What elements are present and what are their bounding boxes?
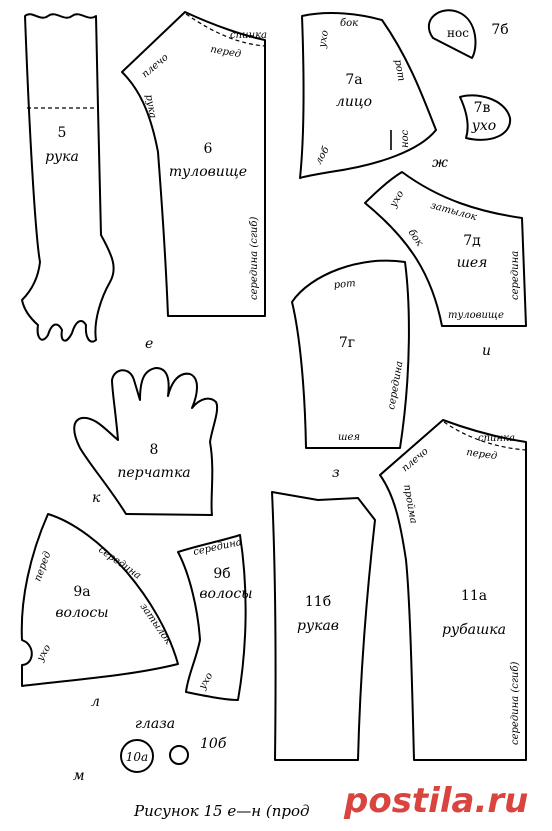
- letter-i: и: [482, 343, 491, 359]
- piece-11a-pered: перед: [466, 447, 498, 462]
- piece-7v-number: 7в: [474, 100, 491, 116]
- piece-6-seredina: середина (сгиб): [249, 217, 260, 300]
- piece-9a-number: 9а: [73, 584, 90, 600]
- eyes-label: глаза: [135, 716, 175, 732]
- piece-7v-name: ухо: [471, 118, 496, 134]
- letter-e: е: [145, 336, 153, 352]
- piece-9a-name: волосы: [55, 605, 108, 621]
- piece-8-mitten: 8 перчатка: [73, 367, 219, 516]
- piece-7a-rot: рот: [392, 59, 407, 82]
- letter-zh: ж: [432, 155, 448, 171]
- piece-7a-name: лицо: [336, 94, 372, 110]
- piece-7d-neck: ухо затылок бок 7д шея середина туловище: [364, 171, 527, 327]
- figure-caption: Рисунок 15 е—н (прод: [133, 802, 310, 820]
- eyes-group: глаза 10а 10б: [120, 716, 227, 773]
- piece-6-ruka: рука: [143, 94, 158, 120]
- piece-7g-number: 7г: [339, 335, 355, 351]
- letter-m: м: [73, 768, 85, 784]
- piece-11a-shirt: спинка перед плечо пройма 11а рубашка се…: [379, 419, 527, 761]
- piece-7a-ukho: ухо: [317, 29, 331, 49]
- piece-6-name: туловище: [169, 164, 247, 180]
- piece-7b-nose: нос 7б: [427, 9, 509, 59]
- piece-10a-number: 10а: [126, 750, 148, 764]
- piece-9b-name: волосы: [199, 586, 252, 602]
- piece-6-pered: перед: [209, 44, 241, 60]
- letter-z: з: [332, 465, 340, 481]
- piece-11b-name: рукав: [297, 618, 339, 634]
- piece-8-number: 8: [150, 442, 159, 458]
- piece-7d-tulovishche: туловище: [448, 310, 504, 321]
- piece-7b-label: нос: [447, 26, 469, 40]
- piece-11a-seredina: середина (сгиб): [510, 662, 521, 745]
- piece-5-name: рука: [45, 149, 79, 165]
- piece-6-torso: спинка перед плечо рука 6 туловище серед…: [121, 11, 267, 317]
- piece-5-arm: 5 рука: [21, 13, 115, 343]
- piece-11a-spinka: спинка: [478, 433, 515, 444]
- letter-k: к: [92, 490, 101, 506]
- piece-7a-number: 7а: [345, 72, 362, 88]
- piece-11a-number: 11а: [461, 588, 487, 604]
- piece-9b-number: 9б: [213, 566, 230, 582]
- piece-7g: рот 7г середина шея: [291, 259, 410, 449]
- piece-7d-number: 7д: [463, 233, 481, 249]
- piece-7a-face: ухо бок рот 7а лицо нос лоб: [299, 12, 437, 179]
- piece-6-number: 6: [204, 141, 213, 157]
- piece-7v-ear: 7в ухо: [459, 94, 512, 141]
- piece-9b-hair: середина 9б волосы ухо: [177, 534, 253, 701]
- piece-7g-rot: рот: [333, 278, 356, 291]
- piece-7g-sheya: шея: [338, 432, 360, 443]
- watermark-logo: postila.ru: [343, 781, 528, 821]
- piece-6-spinka: спинка: [230, 30, 267, 41]
- piece-9a-hair: перед середина 9а волосы затылок ухо: [20, 513, 179, 687]
- piece-11b-number: 11б: [305, 594, 331, 610]
- piece-11b-sleeve: 11б рукав: [271, 491, 376, 761]
- piece-7a-bok: бок: [340, 18, 358, 29]
- piece-7d-name: шея: [457, 255, 488, 271]
- piece-7b-number: 7б: [491, 22, 508, 38]
- piece-8-name: перчатка: [117, 465, 190, 481]
- piece-5-number: 5: [58, 125, 67, 141]
- piece-7a-nos: нос: [400, 129, 411, 148]
- letter-l: л: [91, 694, 100, 710]
- piece-11a-name: рубашка: [442, 622, 506, 638]
- piece-10b-number: 10б: [200, 736, 227, 752]
- piece-7d-seredina: середина: [510, 251, 521, 300]
